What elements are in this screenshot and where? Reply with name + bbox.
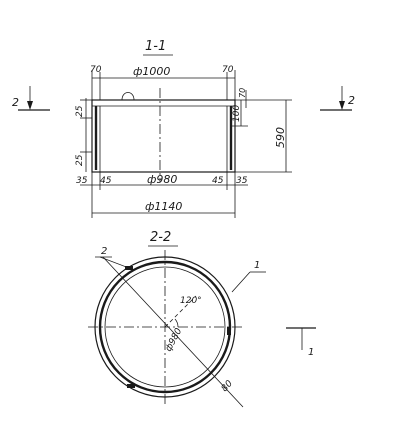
height-dim-label: 590 [274, 127, 287, 148]
leader-left-line [99, 256, 130, 269]
angle-ray [164, 295, 197, 328]
cut-mark-right-arrowhead [339, 101, 345, 110]
lug-right [227, 327, 231, 335]
lug-bottom [127, 384, 135, 388]
angle-label: 120° [180, 296, 202, 306]
leader-right-line [231, 271, 251, 293]
section-1-title: 1-1 [145, 39, 166, 54]
cut-mark-left-label: 2 [12, 96, 19, 109]
section-1-1: 1-1 2 2 70 ф1000 70 [12, 39, 355, 218]
section-2-title: 2-2 [150, 230, 171, 245]
width-label: 80 [220, 379, 235, 394]
leader-right-label: 1 [254, 260, 260, 271]
angle-arc [174, 318, 179, 328]
top-right-wall-label: 70 [222, 65, 234, 75]
right-inner-dim-label: 100 [232, 105, 242, 122]
left-bottom-dim-label: 25 [75, 154, 85, 166]
bottom-right-inner-label: 45 [212, 176, 224, 186]
leader-left-label: 2 [101, 246, 107, 257]
inner-ring [104, 266, 226, 388]
inner-diameter-label: ф980 [147, 173, 177, 186]
left-top-dim-label: 25 [75, 105, 85, 117]
section-2-2: 2-2 120° ф980 80 2 1 1 [88, 230, 316, 408]
lifting-loop [121, 92, 135, 101]
bottom-left-inner-label: 45 [100, 176, 112, 186]
diagonal-dim-line [102, 256, 244, 408]
radius-label: ф980 [164, 327, 185, 354]
ring-body-outline [91, 99, 236, 173]
right-small-dim-label: 70 [238, 88, 247, 98]
cut-mark-left-arrowhead [27, 101, 33, 110]
top-left-wall-label: 70 [90, 65, 102, 75]
cut-mark-right-label: 2 [348, 94, 355, 107]
cut-mark-1-label: 1 [308, 347, 314, 358]
top-diameter-label: ф1000 [133, 65, 170, 78]
outer-diameter-label: ф1140 [145, 200, 182, 213]
bottom-left-outer-label: 35 [76, 176, 88, 186]
bottom-right-outer-label: 35 [236, 176, 248, 186]
